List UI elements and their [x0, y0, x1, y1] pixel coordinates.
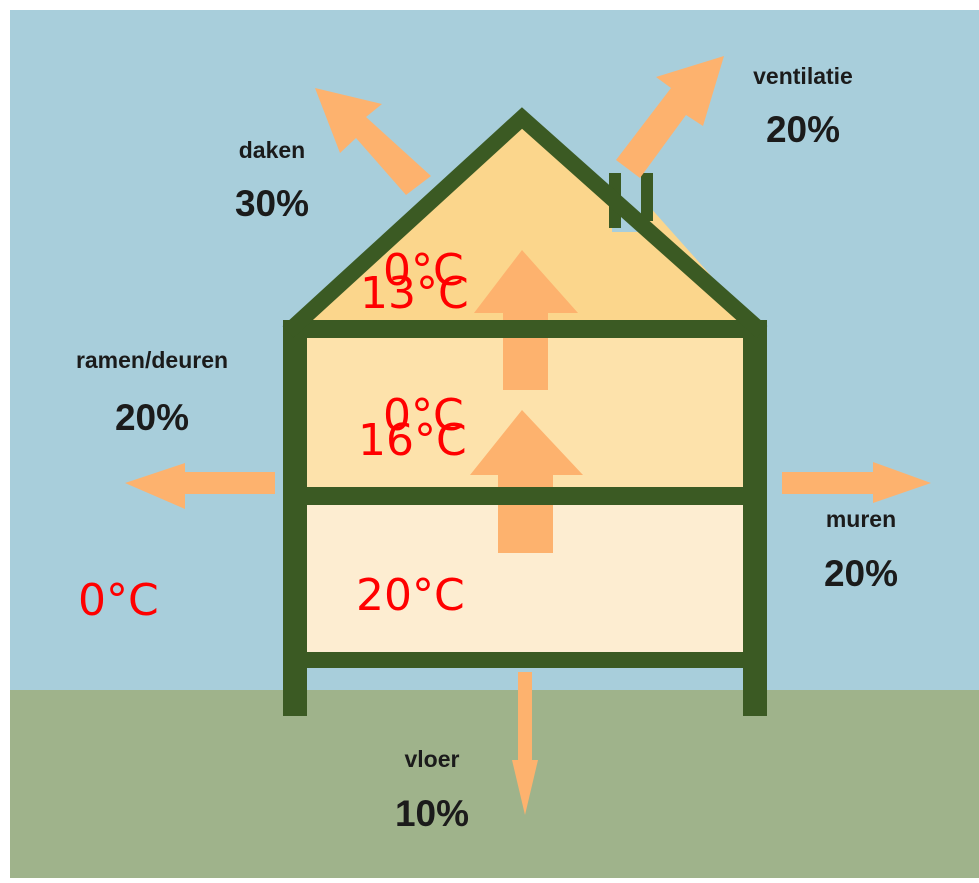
house-structure	[283, 173, 767, 716]
chimney-right	[641, 173, 653, 221]
ventilation-percent-label: 20%	[766, 109, 840, 150]
floor-percent-label: 10%	[395, 793, 469, 834]
upward-heat-arrow-lower	[470, 410, 583, 553]
floor-loss-arrow	[512, 672, 538, 815]
windows-doors-percent-label: 20%	[115, 397, 189, 438]
windows-doors-name-label: ramen/deuren	[76, 347, 228, 373]
attic-floor	[283, 320, 767, 338]
attic-temperature-a: 0°C	[383, 245, 464, 296]
attic-fill	[290, 115, 755, 325]
first-floor-slab	[283, 487, 767, 505]
ventilation-loss-arrow	[616, 56, 724, 178]
ground-background	[10, 690, 979, 878]
roof-loss-arrow	[315, 88, 431, 195]
walls-loss-arrow	[782, 462, 931, 503]
ground-floor-slab	[283, 652, 767, 668]
attic-temperature-b: 13°C	[360, 268, 469, 319]
left-wall	[283, 320, 307, 716]
walls-percent-label: 20%	[824, 553, 898, 594]
roof-outline	[282, 107, 768, 338]
roofs-percent-label: 30%	[235, 183, 309, 224]
ground-floor-temperature: 20°C	[356, 570, 465, 621]
walls-name-label: muren	[826, 506, 896, 532]
roofs-name-label: daken	[239, 137, 305, 163]
floor-name-label: vloer	[405, 746, 460, 772]
first-floor-temperature-a: 0°C	[383, 390, 464, 441]
ventilation-name-label: ventilatie	[753, 63, 853, 89]
right-wall	[743, 320, 767, 716]
outside-temperature: 0°C	[78, 575, 159, 626]
windows-doors-loss-arrow	[125, 463, 275, 509]
first-floor-temperature-b: 16°C	[358, 415, 467, 466]
